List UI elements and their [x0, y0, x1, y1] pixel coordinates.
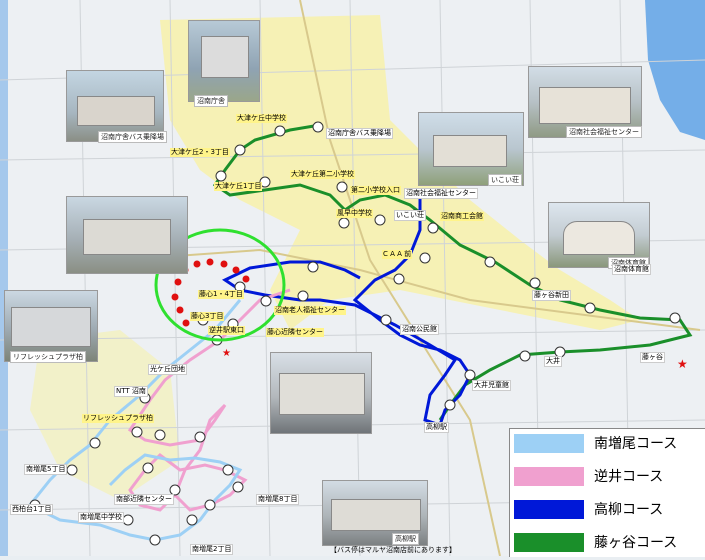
- legend-label: 藤ヶ谷コース: [594, 535, 678, 551]
- photo-caption-ikoi-so: いこい荘: [488, 174, 522, 186]
- place-label: 大津ケ丘1丁目: [214, 182, 263, 191]
- place-label: いこい荘: [394, 210, 426, 221]
- left-edge: [0, 0, 8, 556]
- place-label: リフレッシュプラザ柏: [82, 414, 154, 423]
- place-label: 光ケ丘団地: [148, 364, 187, 375]
- legend-label: 逆井コース: [594, 469, 664, 485]
- place-label: 高柳駅: [424, 422, 449, 433]
- photo-refresh-plaza: [4, 290, 98, 362]
- place-label: 南増尾5丁目: [24, 464, 68, 475]
- place-label: 藤心近隣センター: [266, 328, 324, 337]
- place-label: 沼南体育館: [612, 264, 651, 275]
- place-label: 沼南商工会館: [440, 212, 484, 221]
- place-label: 南増尾8丁目: [256, 494, 300, 505]
- place-label: 南部近隣センター: [114, 494, 174, 505]
- legend-row-sakasai: 逆井コース: [510, 463, 705, 494]
- river-area: [645, 0, 705, 140]
- star-marker-2: ★: [222, 348, 231, 359]
- bus-stops: [29, 121, 681, 546]
- photo-welfare-center: [528, 66, 642, 138]
- place-label: 藤ヶ谷新田: [532, 290, 571, 301]
- place-label: 大井: [544, 356, 562, 367]
- place-label: 南増尾2丁目: [190, 544, 234, 555]
- place-label: 大津ケ丘中学校: [236, 114, 287, 123]
- photo-caption-takayanagi-station: 高柳駅: [392, 533, 419, 545]
- legend-swatch: [514, 500, 584, 519]
- photo-ikoi-so: [418, 112, 524, 186]
- legend-swatch: [514, 467, 584, 486]
- urban-zone: [160, 15, 640, 330]
- legend-label: 南増尾コース: [594, 436, 678, 452]
- place-label: 西柏台1丁目: [10, 504, 54, 515]
- highlight-circle: [154, 228, 286, 342]
- legend-row-fujigaya: 藤ヶ谷コース: [510, 529, 705, 560]
- photo-shopping-center: [270, 352, 372, 434]
- photo-caption-bus-stop: 沼南庁舎バス乗降場: [98, 131, 167, 143]
- place-label: 沼南老人福祉センター: [274, 306, 346, 315]
- place-label: 沼南公民館: [400, 324, 439, 335]
- photo-gymnasium: [548, 202, 650, 268]
- place-label: 沼南社会福祉センター: [404, 188, 478, 199]
- bus-stop-note: 【バス停はマルヤ沼南店前にあります】: [330, 546, 456, 554]
- star-marker: ★: [677, 357, 688, 371]
- legend-row-takayanagi: 高柳コース: [510, 496, 705, 527]
- place-label: 第二小学校入口: [350, 186, 401, 195]
- place-label: 藤ヶ谷: [640, 352, 665, 363]
- photo-caption-refresh-plaza: リフレッシュプラザ柏: [10, 351, 86, 363]
- photo-caption-city-office: 沼南庁舎: [194, 95, 228, 107]
- place-label: 大津ケ丘2・3丁目: [170, 148, 230, 157]
- photo-caption-welfare-center: 沼南社会福祉センター: [566, 126, 642, 138]
- place-label: 藤心1・4丁目: [198, 290, 244, 299]
- route-takayanagi: [221, 190, 472, 427]
- legend-label: 高柳コース: [594, 502, 664, 518]
- photo-shonan-city-office: [188, 20, 260, 102]
- place-label: 風早中学校: [336, 209, 373, 218]
- legend-swatch: [514, 434, 584, 453]
- legend-swatch: [514, 533, 584, 552]
- place-label: 逆井駅東口: [208, 326, 245, 335]
- place-label: 大津ケ丘第二小学校: [290, 170, 355, 179]
- place-label: C A A 前: [382, 250, 413, 259]
- main-roads: [119, 0, 701, 556]
- route-legend: 南増尾コース 逆井コース 高柳コース 藤ヶ谷コース: [509, 428, 705, 557]
- place-label: 藤心3丁目: [190, 312, 225, 321]
- place-label: 沼南庁舎バス乗降場: [326, 128, 393, 139]
- photo-facility-c: [66, 196, 188, 274]
- legend-row-minami-masuo: 南増尾コース: [510, 430, 705, 461]
- place-label: 大井児童館: [472, 380, 511, 391]
- place-label: 南増尾中学校: [78, 512, 124, 523]
- place-label: NTT 沼南: [114, 386, 148, 397]
- route-sakasai: [127, 288, 291, 512]
